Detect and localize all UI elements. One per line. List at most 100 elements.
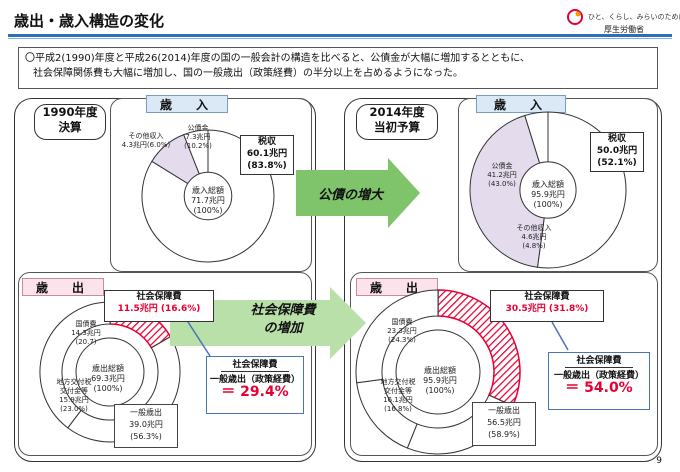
exp-header-1990: 歳 出 (22, 278, 104, 296)
local-2014-pct: (16.8%) (384, 405, 412, 413)
exp-section-1990 (18, 272, 312, 456)
tax-1990-pct: (83.8%) (247, 161, 287, 171)
social-1990-value: 11.5兆円 (16.6%) (117, 304, 201, 314)
page-number: 9 (656, 456, 662, 466)
rev-2014-center (519, 161, 577, 219)
other-label-1990: その他収入 4.3兆円(6.0%) (114, 132, 178, 150)
other-2014-title: その他収入 (516, 224, 552, 232)
title-rule-thin (8, 38, 672, 39)
exp-total-2014: 歳出総額 95.9兆円 (100%) (412, 366, 468, 396)
ratio-2014-title: 社会保障費 (565, 355, 633, 368)
exp-total-2014-value: 95.9兆円 (423, 376, 457, 385)
rev-total-1990: 歳入総額 71.7兆円 (100%) (180, 186, 236, 216)
slogan: ひと、くらし、みらいのために (588, 13, 680, 21)
bond-2014-title: 公債金 (491, 162, 513, 170)
debt-1990-value: 14.3兆円 (71, 329, 101, 337)
social-box-2014: 社会保障費 30.5兆円 (31.8%) (490, 290, 604, 322)
social-2014-value: 30.5兆円 (31.8%) (505, 304, 589, 314)
ratio-1990-title: 社会保障費 (221, 359, 289, 372)
debt-1990-title: 国債費 (75, 320, 97, 328)
rev-total-2014-value: 95.9兆円 (531, 190, 565, 199)
social-1990-title: 社会保障費 (136, 292, 182, 302)
exp-total-1990-title: 歳出総額 (92, 364, 124, 373)
tax-1990-title: 税収 (257, 137, 276, 147)
summary-line-1: 〇平成2(1990)年度と平成26(2014)年度の国の一般会計の構造を比べると… (25, 53, 530, 64)
general-1990-value: 39.0兆円 (129, 420, 163, 429)
year-1990-sub: 決算 (58, 120, 82, 134)
rev-total-2014: 歳入総額 95.9兆円 (100%) (520, 180, 576, 210)
bond-increase-label: 公債の増大 (318, 188, 384, 203)
year-label-2014: 2014年度 当初予算 (356, 104, 438, 140)
debt-1990-pct: (20.7) (75, 338, 97, 346)
exp-total-2014-pct: (100%) (425, 386, 455, 395)
ratio-2014-value: ＝ 54.0% (565, 380, 633, 396)
ratio-1990-label: 一般歳出（政策経費） (209, 375, 300, 385)
debt-label-1990: 国債費 14.3兆円 (20.7) (64, 320, 108, 347)
exp-2014-slice-3 (355, 289, 439, 384)
rev-1990-center (183, 171, 233, 221)
exp-2014-center (395, 329, 481, 415)
exp-total-1990: 歳出総額 69.3兆円 (100%) (80, 364, 136, 394)
social-2014-title: 社会保障費 (524, 292, 570, 302)
debt-2014-pct: (24.3%) (388, 336, 416, 344)
local-label-2014: 地方交付税 交付金等 16.1兆円 (16.8%) (374, 378, 422, 414)
bond-label-2014: 公債金 41.2兆円 (43.0%) (480, 162, 524, 189)
rev-total-2014-pct: (100%) (533, 200, 563, 209)
page-title: 歳出・歳入構造の変化 (14, 12, 165, 30)
local-2014-value: 16.1兆円 (383, 396, 413, 404)
exp-header-2014: 歳 出 (356, 278, 438, 296)
bond-1990-title: 公債金 (187, 124, 209, 132)
other-2014-pct: (4.8%) (522, 242, 546, 250)
bond-1990-pct: (10.2%) (184, 142, 212, 150)
ministry-name: 厚生労働省 (604, 25, 644, 34)
debt-2014-title: 国債費 (391, 318, 413, 326)
ratio-arrow-2014 (551, 321, 569, 351)
general-2014-value: 56.5兆円 (487, 418, 521, 427)
exp-total-2014-title: 歳出総額 (424, 366, 456, 375)
social-box-1990: 社会保障費 11.5兆円 (16.6%) (104, 290, 214, 322)
social-increase-label-2: の増加 (263, 321, 303, 336)
rev-2014-slice-1 (469, 114, 549, 268)
general-2014-title: 一般歳出 (488, 406, 520, 415)
tax-1990-value: 60.1兆円 (246, 149, 288, 159)
tax-2014-title: 税収 (607, 134, 626, 144)
debt-2014-value: 23.3兆円 (387, 327, 417, 335)
exp-1990-center (75, 337, 145, 407)
summary-box: 〇平成2(1990)年度と平成26(2014)年度の国の一般会計の構造を比べると… (18, 47, 658, 89)
local-2014-title: 地方交付税 (380, 378, 416, 386)
debt-label-2014: 国債費 23.3兆円 (24.3%) (380, 318, 424, 345)
social-increase-label-1: 社会保障費 (250, 303, 316, 318)
local-1990-value: 15.9兆円 (59, 396, 89, 404)
local-1990-pct: (23.0%) (60, 405, 88, 413)
exp-total-1990-value: 69.3兆円 (91, 374, 125, 383)
exp-total-1990-pct: (100%) (93, 384, 123, 393)
bond-2014-value: 41.2兆円 (487, 171, 517, 179)
year-1990: 1990年度 (42, 105, 98, 119)
tax-2014-pct: (52.1%) (597, 158, 637, 168)
other-1990-value: 4.3兆円(6.0%) (121, 141, 171, 149)
general-1990-title: 一般歳出 (130, 408, 162, 417)
year-2014: 2014年度 (369, 105, 425, 119)
rev-total-1990-value: 71.7兆円 (191, 196, 225, 205)
tax-2014-value: 50.0兆円 (596, 146, 638, 156)
rev-header-1990: 歳 入 (146, 95, 228, 113)
exp-section-2014 (350, 272, 658, 456)
ratio-arrow-1990 (187, 321, 211, 357)
general-1990-pct: (56.3%) (130, 432, 162, 441)
bond-label-1990: 公債金 7.3兆円 (10.2%) (176, 124, 220, 151)
title-rule (8, 34, 672, 37)
summary-line-2: 社会保障関係費も大幅に増加し、国の一般歳出（政策経費）の半分以上を占めるようにな… (33, 68, 463, 79)
tax-box-1990: 税収 60.1兆円 (83.8%) (240, 135, 294, 175)
general-box-1990: 一般歳出 39.0兆円 (56.3%) (114, 404, 178, 448)
ratio-box-2014: 社会保障費 一般歳出（政策経費） ＝ 54.0% (548, 352, 650, 410)
ministry-logo-icon (567, 9, 583, 25)
local-2014-sub: 交付金等 (384, 387, 412, 395)
rev-header-2014: 歳 入 (476, 95, 566, 113)
rev-total-2014-title: 歳入総額 (532, 180, 564, 189)
general-2014-pct: (58.9%) (488, 430, 520, 439)
other-1990-title: その他収入 (128, 132, 164, 140)
general-box-2014: 一般歳出 56.5兆円 (58.9%) (472, 402, 536, 446)
local-1990-sub: 交付金等 (60, 387, 88, 395)
rev-total-1990-title: 歳入総額 (192, 186, 224, 195)
local-label-1990: 地方交付税 交付金等 15.9兆円 (23.0%) (50, 378, 98, 414)
